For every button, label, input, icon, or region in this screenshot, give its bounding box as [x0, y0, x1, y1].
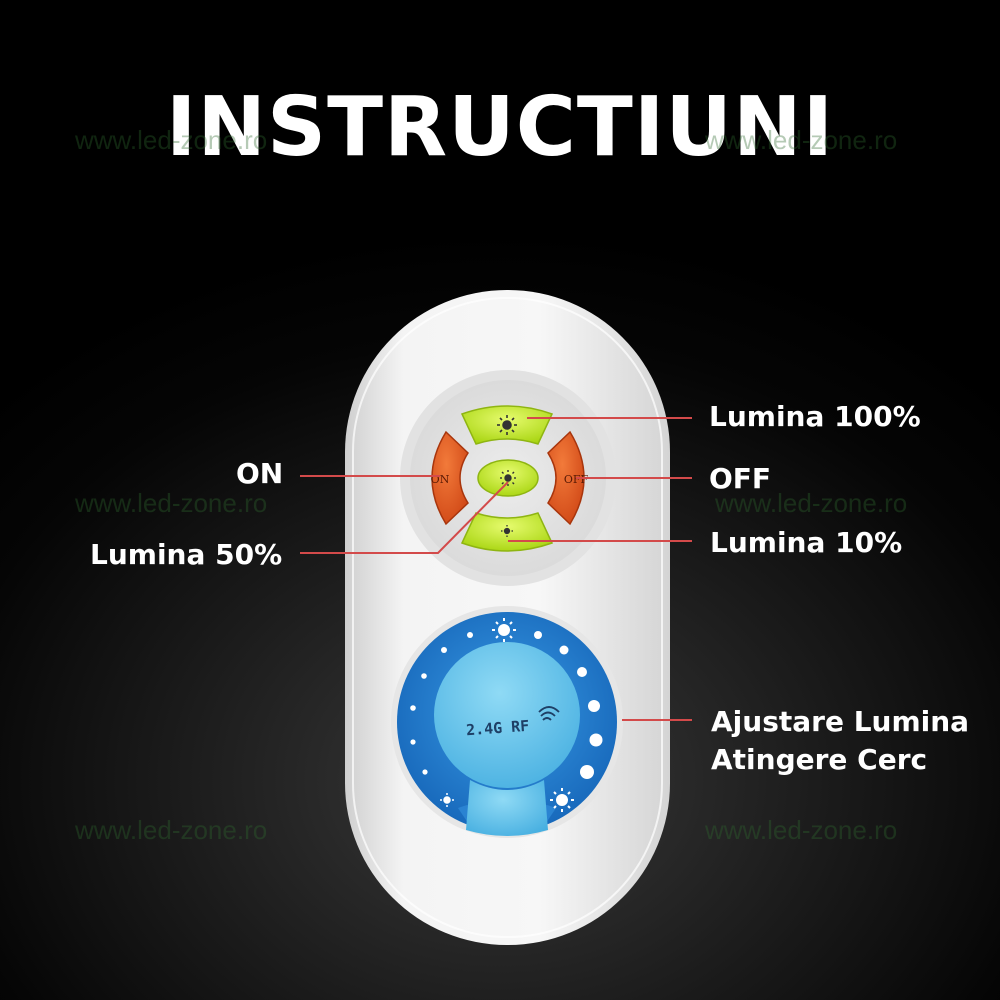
watermark-text: www.led-zone.ro — [75, 125, 268, 155]
brightness-level-dots — [410, 631, 603, 779]
watermark-text: www.led-zone.ro — [705, 815, 898, 845]
sun-icon — [500, 470, 516, 486]
label-on: ON — [236, 457, 284, 490]
off-button[interactable]: OFF — [547, 430, 589, 526]
brightness-touch-ring[interactable]: 2.4G RF — [391, 606, 623, 838]
rf-label: 2.4G RF — [465, 717, 529, 739]
brightness-10-button[interactable] — [460, 512, 554, 552]
sun-small-icon — [440, 793, 454, 807]
sun-large-icon — [492, 618, 516, 642]
brightness-50-button[interactable] — [477, 459, 539, 497]
label-ajustare-lumina: Ajustare Lumina — [711, 705, 970, 738]
on-button-label: ON — [431, 473, 450, 486]
label-lumina-50: Lumina 50% — [90, 538, 283, 571]
sun-icon — [497, 415, 517, 435]
callout-lines — [300, 417, 692, 721]
label-atingere-cerc: Atingere Cerc — [711, 743, 928, 776]
watermark-text: www.led-zone.ro — [715, 488, 908, 518]
page-title: INSTRUCTIUNI — [165, 80, 835, 175]
touch-center-pad — [434, 642, 580, 788]
watermark-text: www.led-zone.ro — [75, 815, 268, 845]
sun-large-icon — [550, 788, 574, 812]
watermark-text: www.led-zone.ro — [75, 488, 268, 518]
brightness-100-button[interactable] — [460, 405, 554, 445]
off-button-label: OFF — [564, 473, 589, 486]
sun-icon — [501, 525, 513, 537]
wifi-signal-icon — [538, 706, 560, 721]
label-off: OFF — [709, 462, 772, 495]
watermark-text: www.led-zone.ro — [705, 125, 898, 155]
label-lumina-10: Lumina 10% — [710, 526, 903, 559]
label-lumina-100: Lumina 100% — [709, 400, 921, 433]
